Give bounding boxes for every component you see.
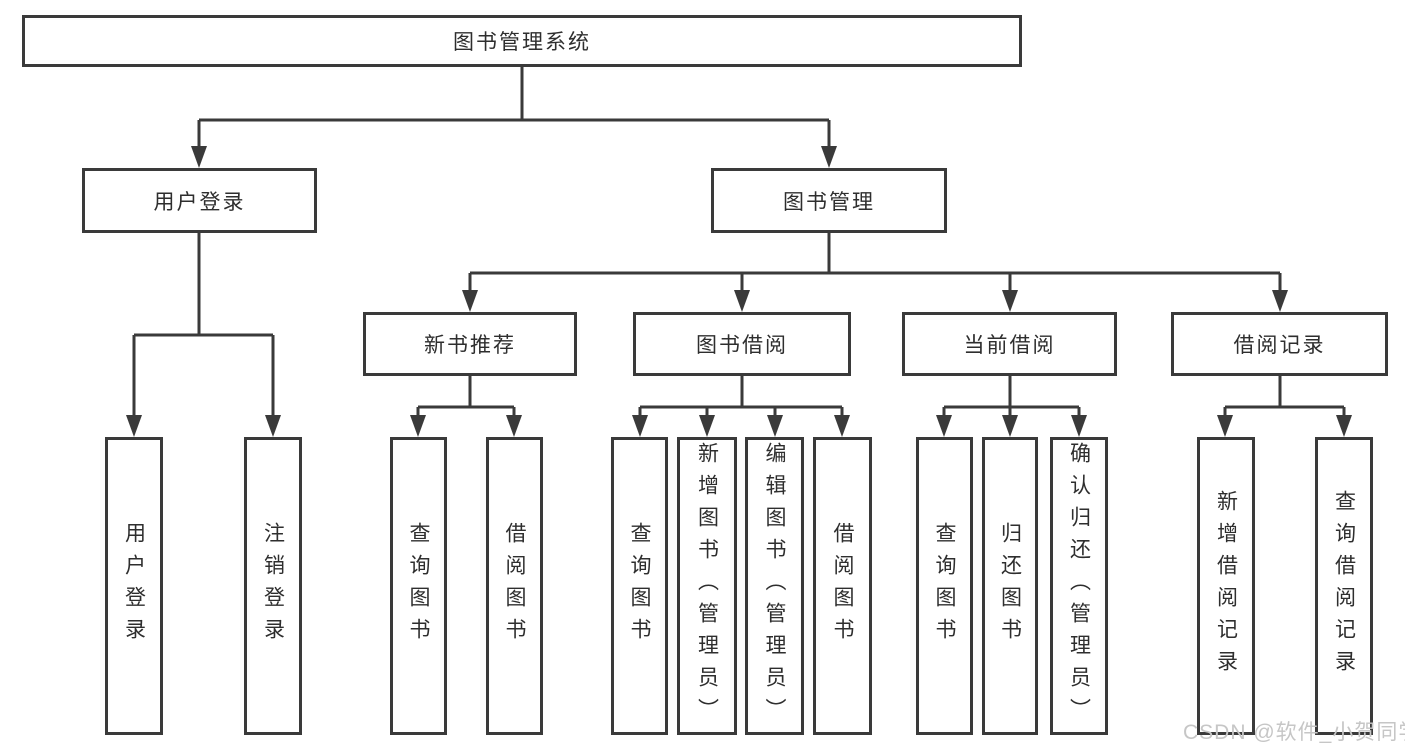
node-new-book-recommendation-label: 新书推荐 <box>424 334 516 357</box>
leaf-return-books: 归还图书 <box>982 437 1038 735</box>
node-current-borrowing-label: 当前借阅 <box>963 334 1056 357</box>
leaf-query-borrow-record: 查询借阅记录 <box>1315 437 1373 735</box>
leaf-confirm-return-admin: 确认归还（管理员） <box>1050 437 1108 735</box>
leaf-borrow-books-1: 借阅图书 <box>486 437 543 735</box>
leaf-query-books-2: 查询图书 <box>611 437 668 735</box>
leaf-borrow-books-2: 借阅图书 <box>813 437 872 735</box>
leaf-user-login-label: 用户登录 <box>122 522 146 650</box>
leaf-query-books-3: 查询图书 <box>916 437 973 735</box>
node-user-login-label: 用户登录 <box>153 190 246 214</box>
leaf-query-books-3-label: 查询图书 <box>933 522 956 650</box>
leaf-logout-label: 注销登录 <box>261 522 285 650</box>
node-root-system: 图书管理系统 <box>22 15 1022 67</box>
node-root-label: 图书管理系统 <box>453 31 591 54</box>
leaf-add-books-admin-label: 新增图书（管理员） <box>695 442 719 730</box>
arrowheads <box>126 146 1352 437</box>
leaf-query-borrow-record-label: 查询借阅记录 <box>1332 490 1356 682</box>
node-user-login: 用户登录 <box>82 168 317 233</box>
leaf-user-login: 用户登录 <box>105 437 163 735</box>
csdn-watermark: CSDN @软件_小贺同学 <box>1183 721 1405 744</box>
leaf-add-borrow-record: 新增借阅记录 <box>1197 437 1255 735</box>
leaf-query-books-2-label: 查询图书 <box>628 522 651 650</box>
node-current-borrowing: 当前借阅 <box>902 312 1117 376</box>
leaf-confirm-return-admin-label: 确认归还（管理员） <box>1067 442 1091 730</box>
leaf-borrow-books-1-label: 借阅图书 <box>503 522 526 650</box>
leaf-query-books-1: 查询图书 <box>390 437 447 735</box>
node-borrowing-records-label: 借阅记录 <box>1233 334 1326 357</box>
leaf-add-books-admin: 新增图书（管理员） <box>677 437 737 735</box>
leaf-edit-books-admin-label: 编辑图书（管理员） <box>763 442 786 730</box>
leaf-return-books-label: 归还图书 <box>998 522 1022 650</box>
node-book-management: 图书管理 <box>711 168 947 233</box>
node-new-book-recommendation: 新书推荐 <box>363 312 577 376</box>
leaf-edit-books-admin: 编辑图书（管理员） <box>745 437 804 735</box>
node-borrowing-records: 借阅记录 <box>1171 312 1388 376</box>
node-book-borrowing-label: 图书借阅 <box>696 334 788 357</box>
node-book-management-label: 图书管理 <box>783 190 875 214</box>
node-book-borrowing: 图书借阅 <box>633 312 851 376</box>
leaf-add-borrow-record-label: 新增借阅记录 <box>1214 490 1238 682</box>
leaf-borrow-books-2-label: 借阅图书 <box>831 522 854 650</box>
leaf-logout: 注销登录 <box>244 437 302 735</box>
leaf-query-books-1-label: 查询图书 <box>407 522 430 650</box>
